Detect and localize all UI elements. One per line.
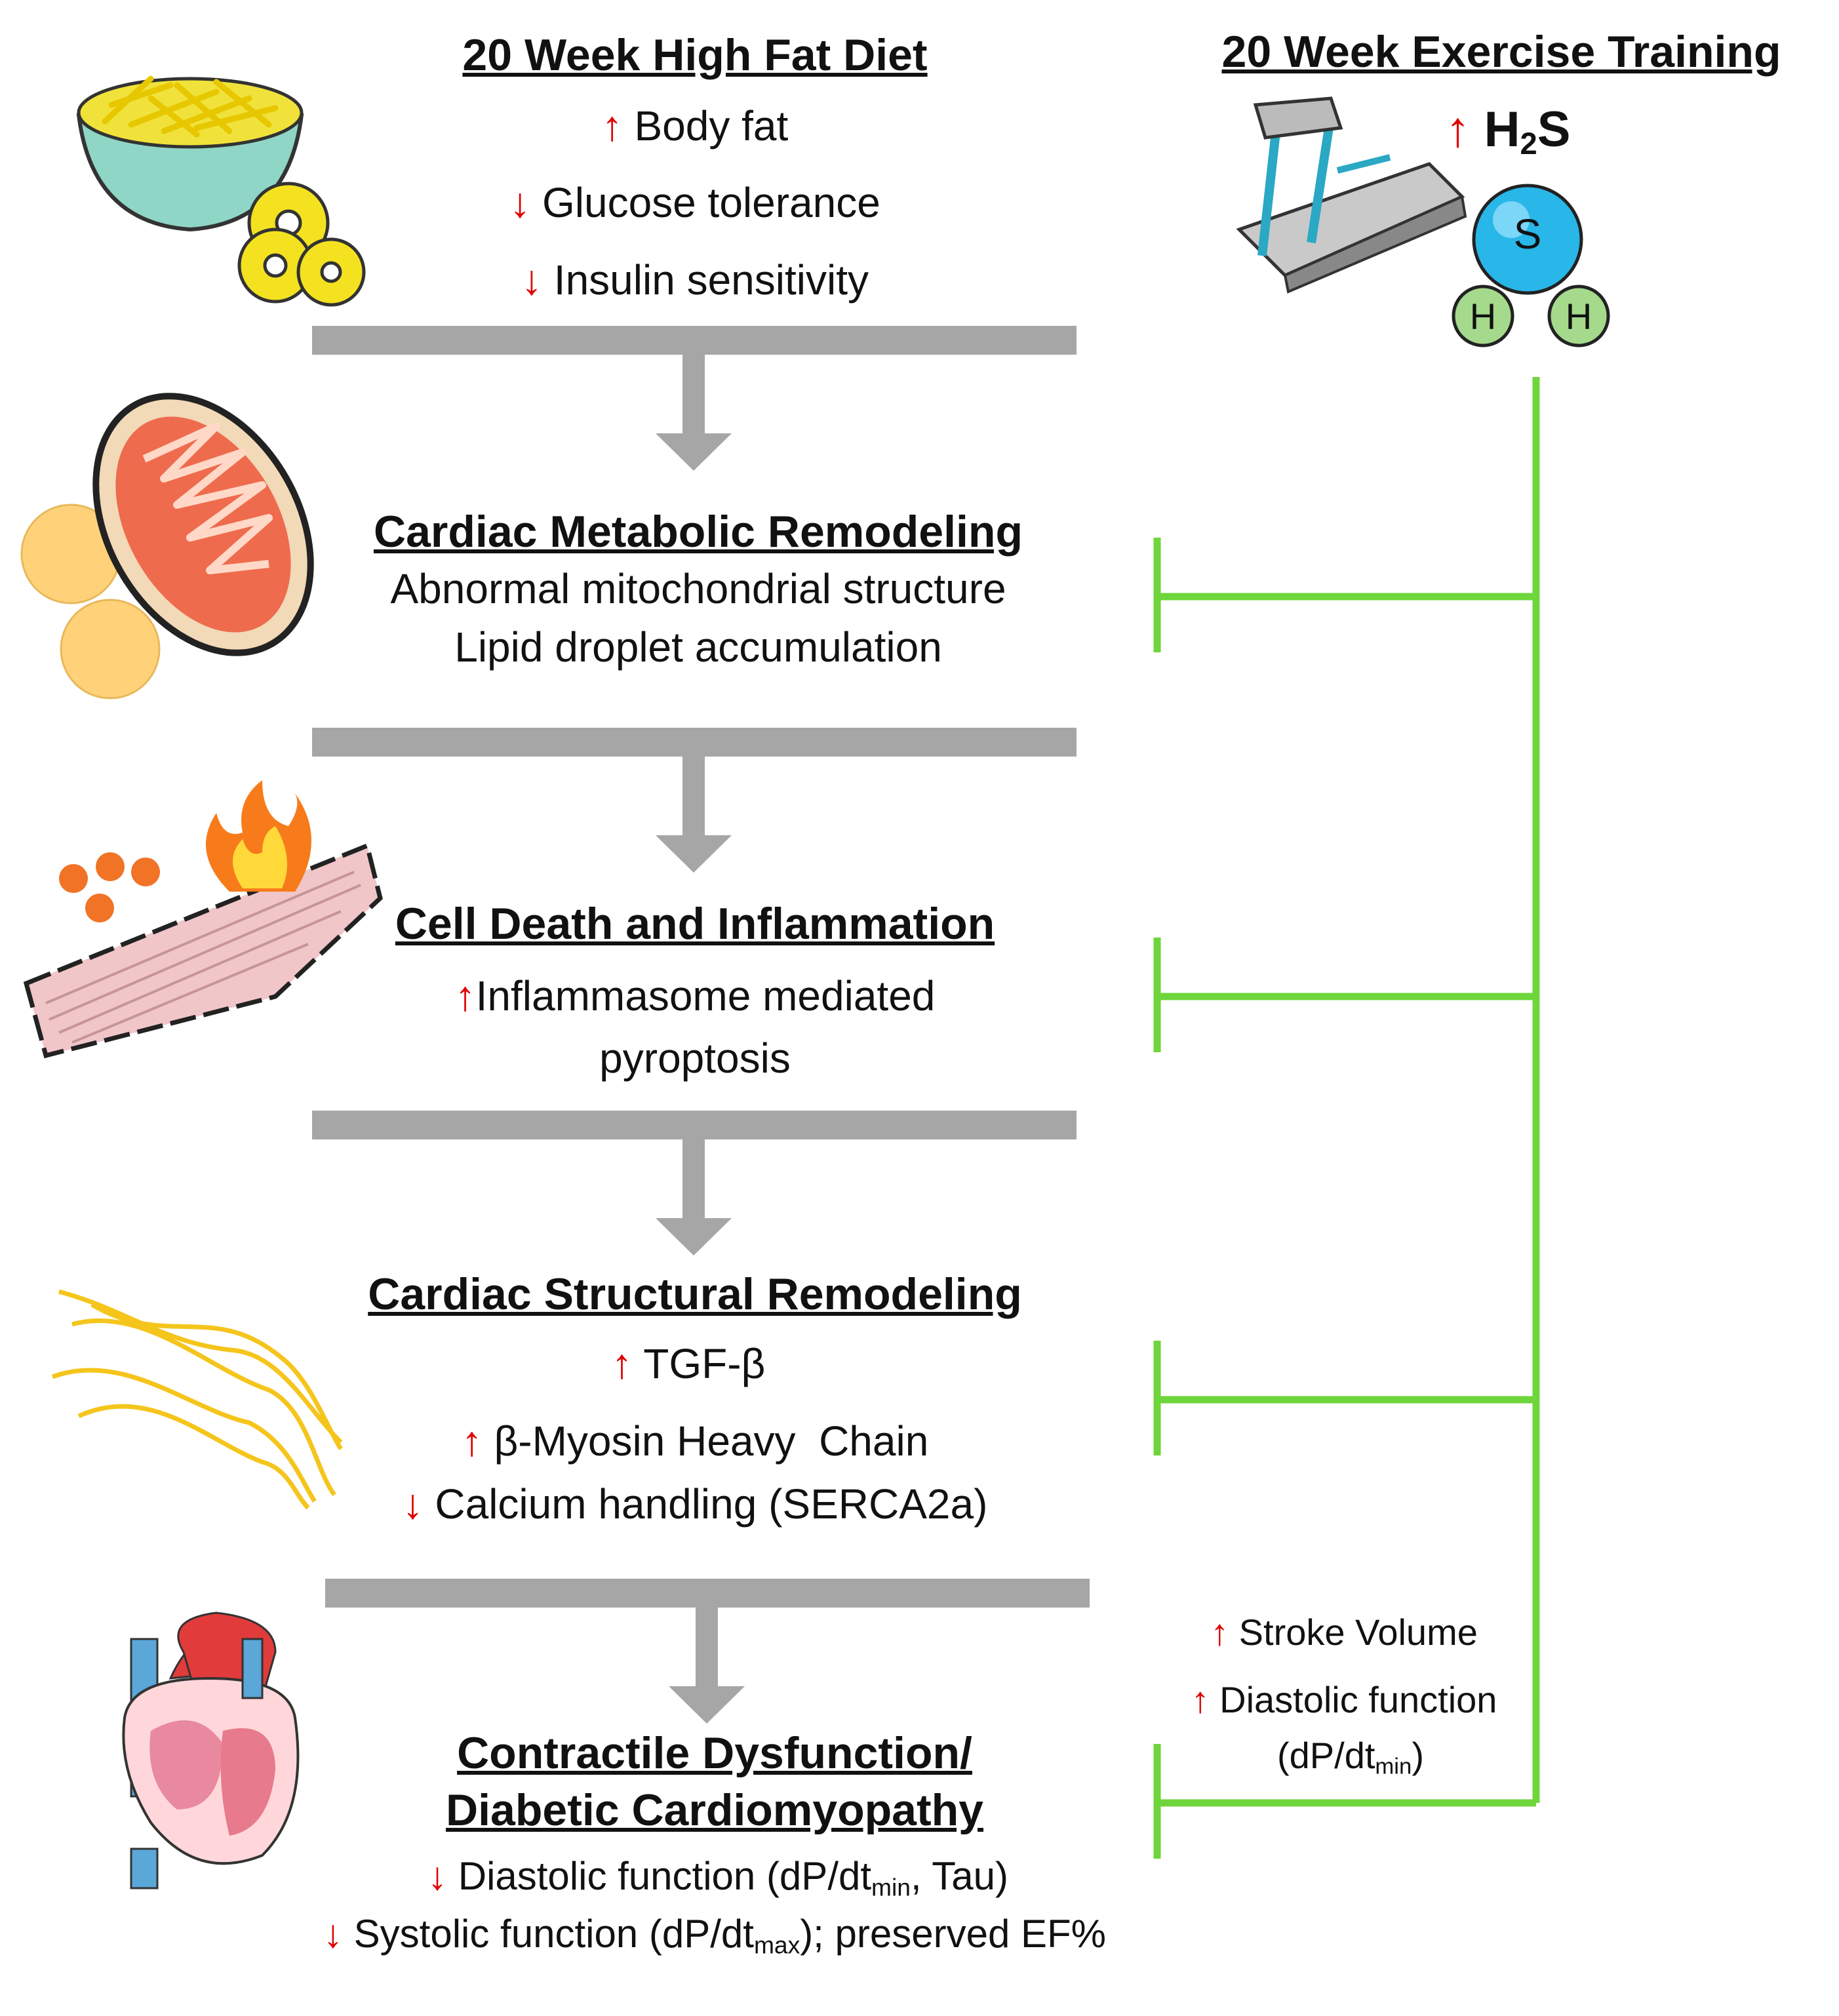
up-arrow-icon: ↑ [454,972,476,1019]
inhibition-network [1153,377,1540,1859]
muscle-fiber-icon [23,842,383,1059]
contractile-title-1: Contractile Dysfunction/ [457,1728,972,1778]
contractile-line-1: ↓ Diastolic function (dP/dtmin, Tau) [427,1854,1008,1901]
food-bowl-icon [76,75,304,232]
metabolic-title: Cardiac Metabolic Remodeling [374,507,1023,557]
atom-h-label-left: H [1469,296,1497,337]
lipid-droplet-small-icon [59,852,160,922]
structural-item-label: TGF-β [643,1340,766,1387]
flow-arrow-head [656,835,732,873]
celldeath-line-1: ↑Inflammasome mediated [367,975,1023,1017]
diet-item-glucose: ↓ Glucose tolerance [426,182,964,224]
flow-bar [312,728,1077,757]
heart-icon [122,1611,300,1889]
flow-step-1 [312,326,1077,471]
up-arrow-icon: ↑ [611,1340,633,1387]
contractile-line-2: ↓ Systolic function (dP/dtmax); preserve… [323,1912,1107,1959]
donut-icon [237,182,366,307]
down-arrow-icon: ↓ [509,179,531,226]
structural-title: Cardiac Structural Remodeling [368,1269,1022,1319]
flow-arrow-shaft [682,355,705,433]
exercise-title: 20 Week Exercise Training [1221,27,1781,77]
up-arrow-icon: ↑ [1191,1679,1210,1720]
lipid-droplet-icon [20,504,161,700]
mitochondria-icon [92,393,314,656]
celldeath-line-2: pyroptosis [599,1035,791,1082]
up-arrow-icon: ↑ [1210,1611,1229,1653]
atom-s-label: S [1513,210,1542,258]
diet-item-label: Body fat [634,102,789,149]
down-arrow-icon: ↓ [402,1480,424,1528]
flow-step-2 [312,728,1077,873]
diet-item-insulin: ↓ Insulin sensitivity [426,259,964,301]
contractile-title-2: Diabetic Cardiomyopathy [446,1785,983,1835]
effect-dpdt: (dP/dtmin) [1276,1735,1424,1779]
diet-item-body-fat: ↑ Body fat [426,105,964,147]
down-arrow-icon: ↓ [521,256,543,304]
down-arrow-icon: ↓ [427,1854,448,1898]
structural-item-tgf: ↑ TGF-β [393,1343,983,1385]
down-arrow-icon: ↓ [323,1912,343,1956]
structural-item-label: Calcium handling (SERCA2a) [435,1480,988,1528]
collagen-fibers-icon [51,1289,343,1510]
metabolic-line-1: Abnormal mitochondrial structure [390,565,1006,612]
diet-item-label: Glucose tolerance [542,179,880,226]
structural-item-calcium: ↓ Calcium handling (SERCA2a) [328,1483,1062,1525]
effect-diastolic: ↑ Diastolic function [1167,1682,1521,1718]
atom-h-label-right: H [1565,296,1592,337]
celldeath-title: Cell Death and Inflammation [395,899,995,949]
diet-title: 20 Week High Fat Diet [462,30,928,80]
flow-arrow-shaft [696,1608,718,1686]
effect-stroke-volume: ↑ Stroke Volume [1174,1614,1514,1651]
metabolic-line-2: Lipid droplet accumulation [454,623,942,671]
up-arrow-icon: ↑ [601,102,623,149]
structural-item-myosin: ↑ β-Myosin Heavy Chain [367,1420,1023,1462]
flow-arrow-head [656,1218,732,1255]
effect-label: Diastolic function [1219,1679,1497,1720]
flow-arrow-shaft [682,757,705,835]
flame-icon [206,780,311,892]
up-arrow-icon: ↑ [1445,102,1471,157]
flow-arrow-head [669,1686,745,1724]
flow-step-4 [325,1579,1090,1724]
diet-item-label: Insulin sensitivity [553,256,869,304]
effect-label: Stroke Volume [1238,1611,1478,1653]
flow-bar [325,1579,1090,1608]
structural-item-label: β-Myosin Heavy Chain [494,1417,929,1465]
flow-bar [312,326,1077,355]
treadmill-icon [1236,96,1467,294]
h2s-molecule-icon [1452,184,1610,347]
h2s-formula: H2S [1484,102,1571,161]
h2s-label: ↑ H2S [1410,105,1606,159]
flow-step-3 [312,1111,1077,1255]
up-arrow-icon: ↑ [461,1417,483,1465]
flow-bar [312,1111,1077,1139]
flow-arrow-head [656,433,732,471]
celldeath-text: Inflammasome mediated [475,972,936,1019]
flow-arrow-shaft [682,1139,705,1218]
